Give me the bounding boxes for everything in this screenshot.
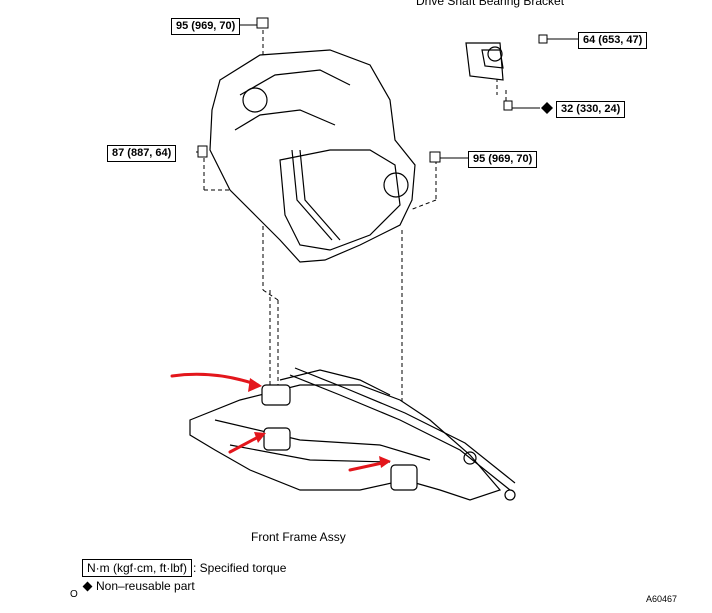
callout-bracket-bolt: 64 (653, 47): [578, 32, 648, 49]
front-frame: [189, 369, 502, 501]
callout-top-left: 95 (969, 70): [171, 18, 241, 35]
steering-rack: [289, 367, 516, 501]
nonreusable-diamond-icon: [541, 102, 553, 114]
diagram-title: Drive Shaft Bearing Bracket: [416, 0, 565, 8]
corner-mark: O: [70, 589, 78, 600]
front-frame-label: Front Frame Assy: [251, 530, 346, 544]
torque-legend-text: : Specified torque: [193, 561, 287, 575]
nonreusable-legend-text: Non–reusable part: [96, 579, 195, 593]
engine-transaxle: [209, 49, 416, 263]
bearing-bracket: [465, 42, 504, 81]
mount-insulators: [261, 384, 418, 491]
diamond-icon: [82, 581, 93, 592]
callout-left-side: 87 (887, 64): [107, 145, 177, 162]
nonreusable-legend: Non–reusable part: [82, 579, 195, 593]
red-arrowheads: [248, 378, 391, 468]
callout-right-side: 95 (969, 70): [468, 151, 538, 168]
figure-id: A60467: [646, 594, 678, 604]
torque-unit-box: N·m (kgf·cm, ft·lbf): [82, 559, 192, 577]
bolt-icons: [197, 17, 548, 163]
callout-bracket-lower: 32 (330, 24): [556, 101, 626, 118]
